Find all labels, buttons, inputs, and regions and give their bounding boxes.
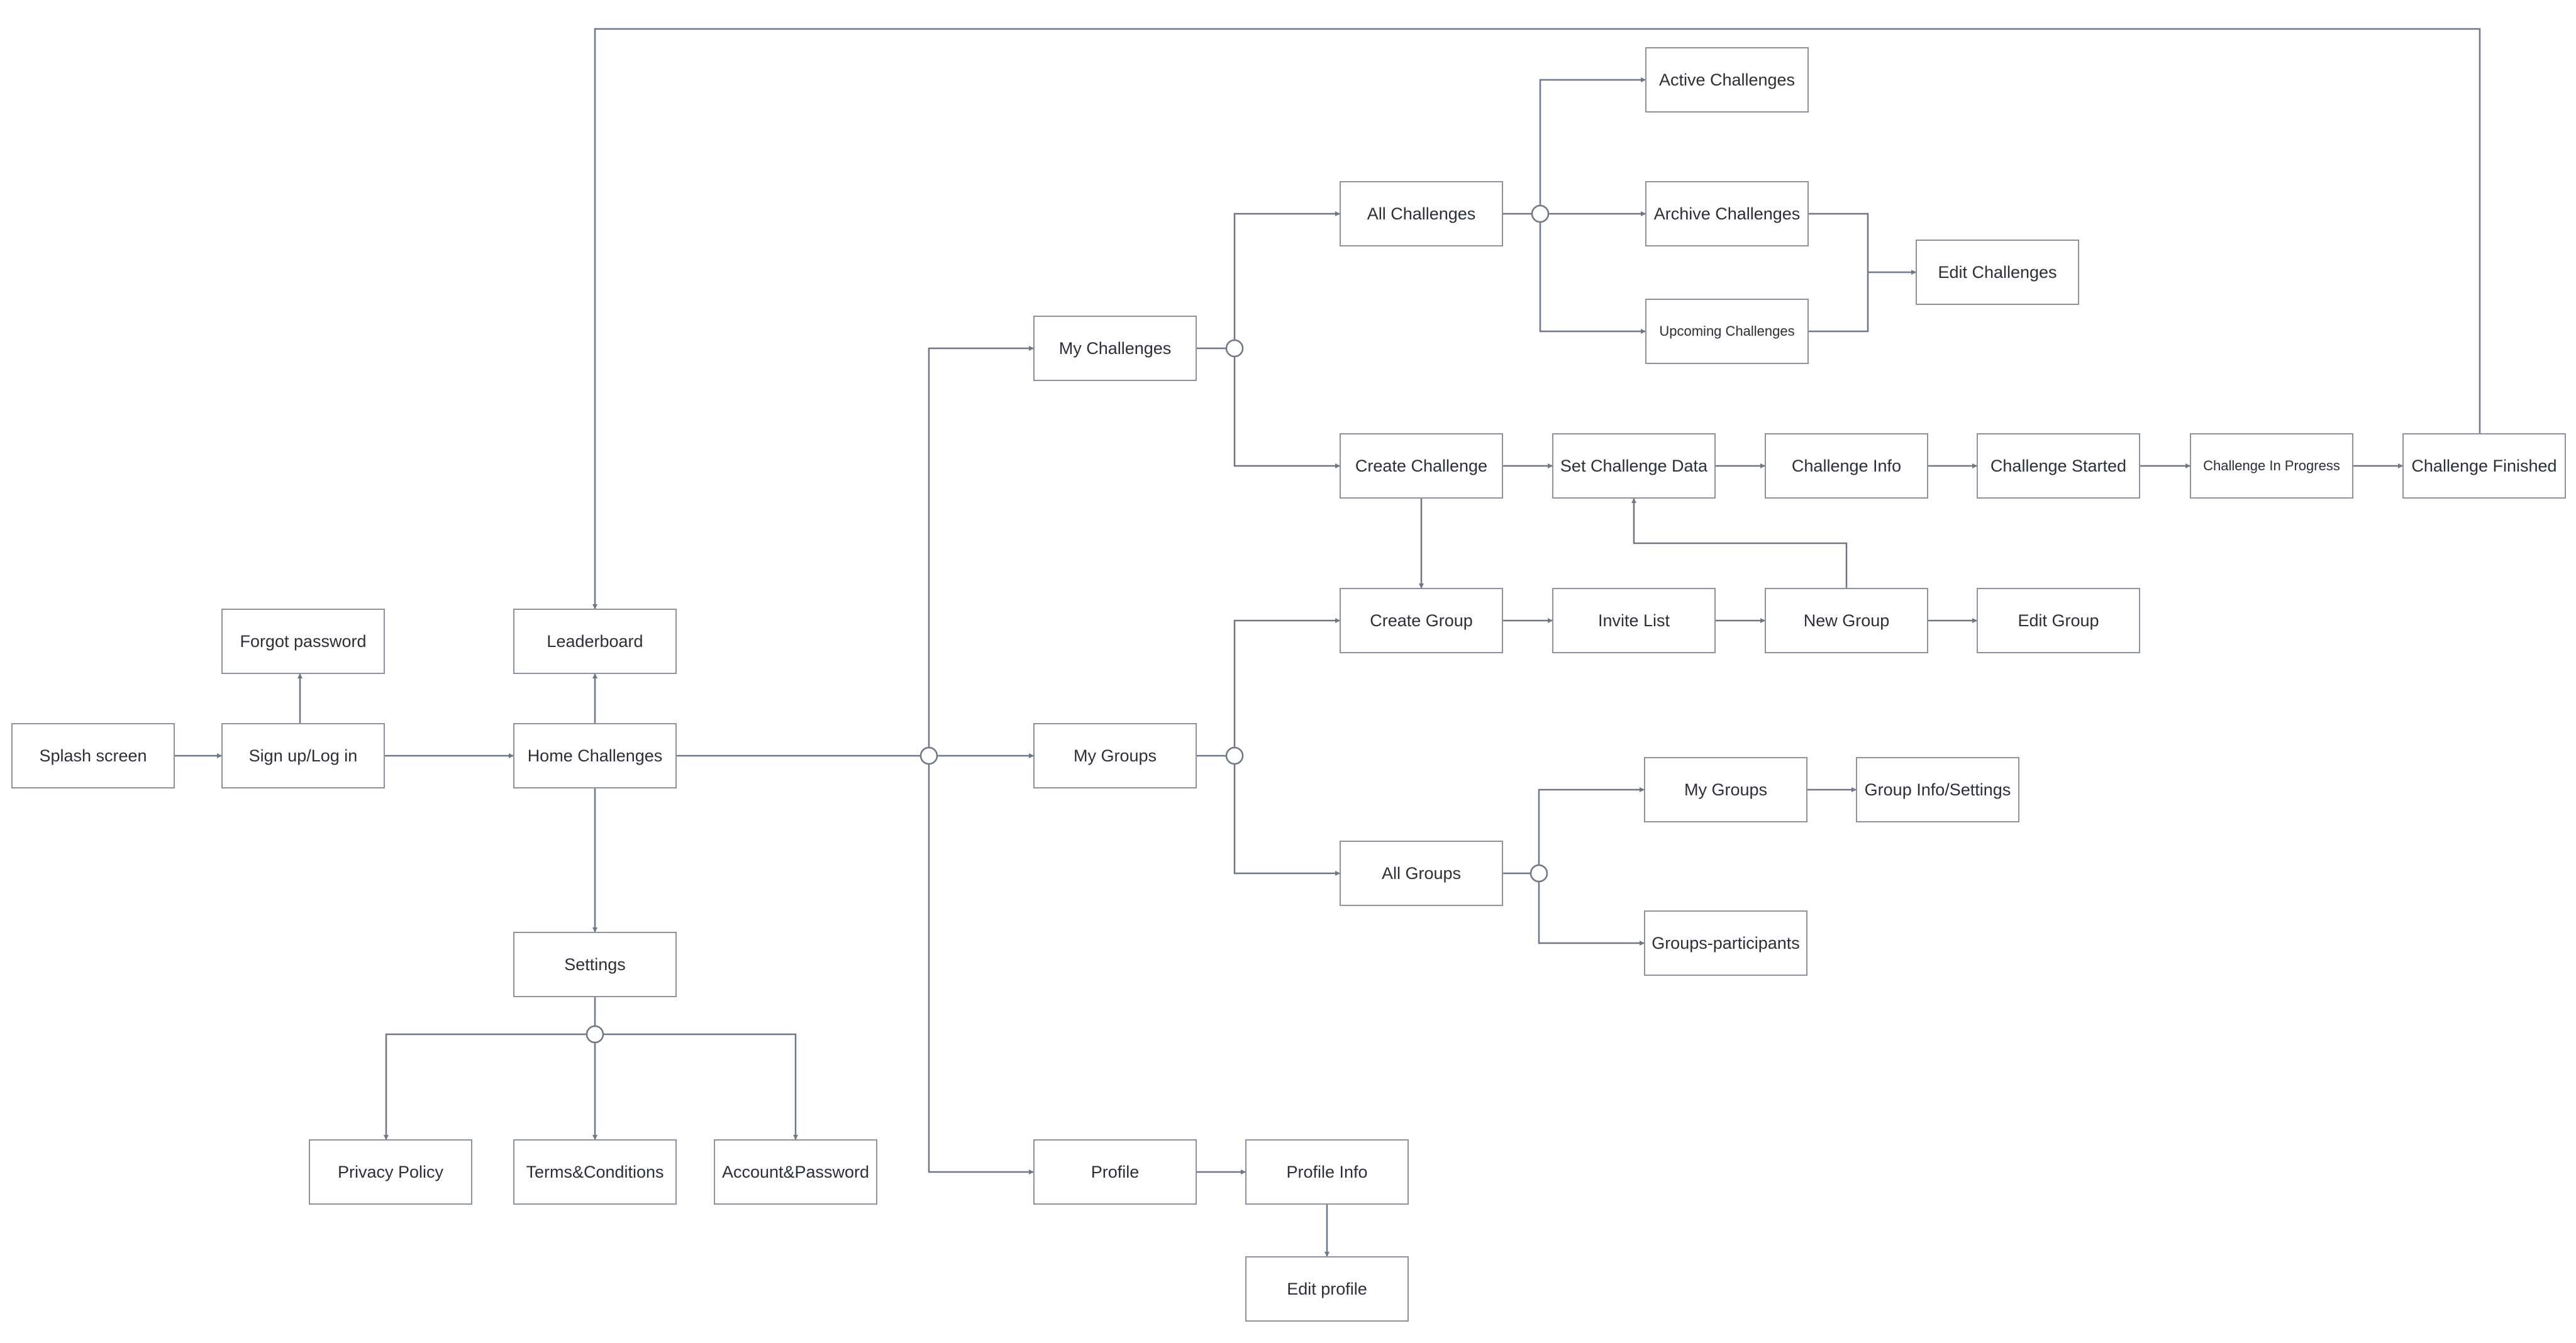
node-terms-conditions[interactable]: Terms&Conditions [513, 1139, 677, 1205]
node-my-groups[interactable]: My Groups [1033, 723, 1197, 788]
node-challenge-finished[interactable]: Challenge Finished [2402, 433, 2566, 499]
connector-main-hub-to-profile [928, 764, 1034, 1174]
node-all-groups[interactable]: All Groups [1340, 841, 1503, 906]
node-invite-list[interactable]: Invite List [1552, 588, 1716, 653]
node-all-challenges[interactable]: All Challenges [1340, 181, 1503, 246]
connector-ac-hub-to-upcoming [1539, 222, 1646, 334]
node-edit-profile[interactable]: Edit profile [1245, 1256, 1409, 1322]
node-create-group[interactable]: Create Group [1340, 588, 1503, 653]
connector-ag-hub-to-participants [1538, 882, 1645, 946]
connector-archive-to-edit-merge [1809, 213, 1869, 333]
node-home-challenges[interactable]: Home Challenges [513, 723, 677, 788]
node-privacy-policy[interactable]: Privacy Policy [309, 1139, 472, 1205]
junction-main-hub [919, 746, 938, 765]
node-profile[interactable]: Profile [1033, 1139, 1197, 1205]
junction-my-challenges [1225, 339, 1244, 358]
connector-mg-hub-to-all-groups [1233, 764, 1340, 876]
node-leaderboard[interactable]: Leaderboard [513, 609, 677, 674]
node-edit-challenges[interactable]: Edit Challenges [1916, 240, 2079, 305]
node-settings[interactable]: Settings [513, 932, 677, 997]
node-active-challenges[interactable]: Active Challenges [1645, 47, 1809, 113]
node-sign-up-log-in[interactable]: Sign up/Log in [221, 723, 385, 788]
node-groups-participants[interactable]: Groups-participants [1644, 910, 1807, 976]
node-set-challenge-data[interactable]: Set Challenge Data [1552, 433, 1716, 499]
node-archive-challenges[interactable]: Archive Challenges [1645, 181, 1809, 246]
connector-settings-hub-to-privacy [384, 1033, 595, 1140]
node-challenge-started[interactable]: Challenge Started [1977, 433, 2140, 499]
connector-settings-hub-to-account [595, 1033, 798, 1140]
node-upcoming-challenges[interactable]: Upcoming Challenges [1645, 299, 1809, 364]
junction-settings [586, 1025, 604, 1044]
node-challenge-in-progress[interactable]: Challenge In Progress [2190, 433, 2353, 499]
connector-mg-hub-to-create-group [1233, 618, 1340, 748]
connector-new-group-to-set-data [1631, 498, 1848, 588]
node-my-challenges[interactable]: My Challenges [1033, 316, 1197, 381]
node-edit-group[interactable]: Edit Group [1977, 588, 2140, 653]
node-splash-screen[interactable]: Splash screen [11, 723, 175, 788]
node-group-info-settings[interactable]: Group Info/Settings [1856, 757, 2019, 822]
connector-finished-to-leaderboard [592, 28, 2481, 609]
connector-mc-hub-to-all-challenges [1233, 211, 1340, 340]
junction-all-challenges [1531, 204, 1550, 223]
node-new-group[interactable]: New Group [1765, 588, 1928, 653]
node-challenge-info[interactable]: Challenge Info [1765, 433, 1928, 499]
node-forgot-password[interactable]: Forgot password [221, 609, 385, 674]
connector-ag-hub-to-my-groups [1538, 787, 1645, 865]
node-account-password[interactable]: Account&Password [714, 1139, 877, 1205]
junction-all-groups [1530, 864, 1548, 883]
node-create-challenge[interactable]: Create Challenge [1340, 433, 1503, 499]
connector-mc-hub-to-create-challenge [1233, 356, 1340, 468]
connector-ac-hub-to-active [1539, 77, 1646, 206]
connector-main-hub-to-my-challenges [928, 346, 1034, 756]
node-my-groups-sub[interactable]: My Groups [1644, 757, 1807, 822]
node-profile-info[interactable]: Profile Info [1245, 1139, 1409, 1205]
junction-my-groups [1225, 746, 1244, 765]
